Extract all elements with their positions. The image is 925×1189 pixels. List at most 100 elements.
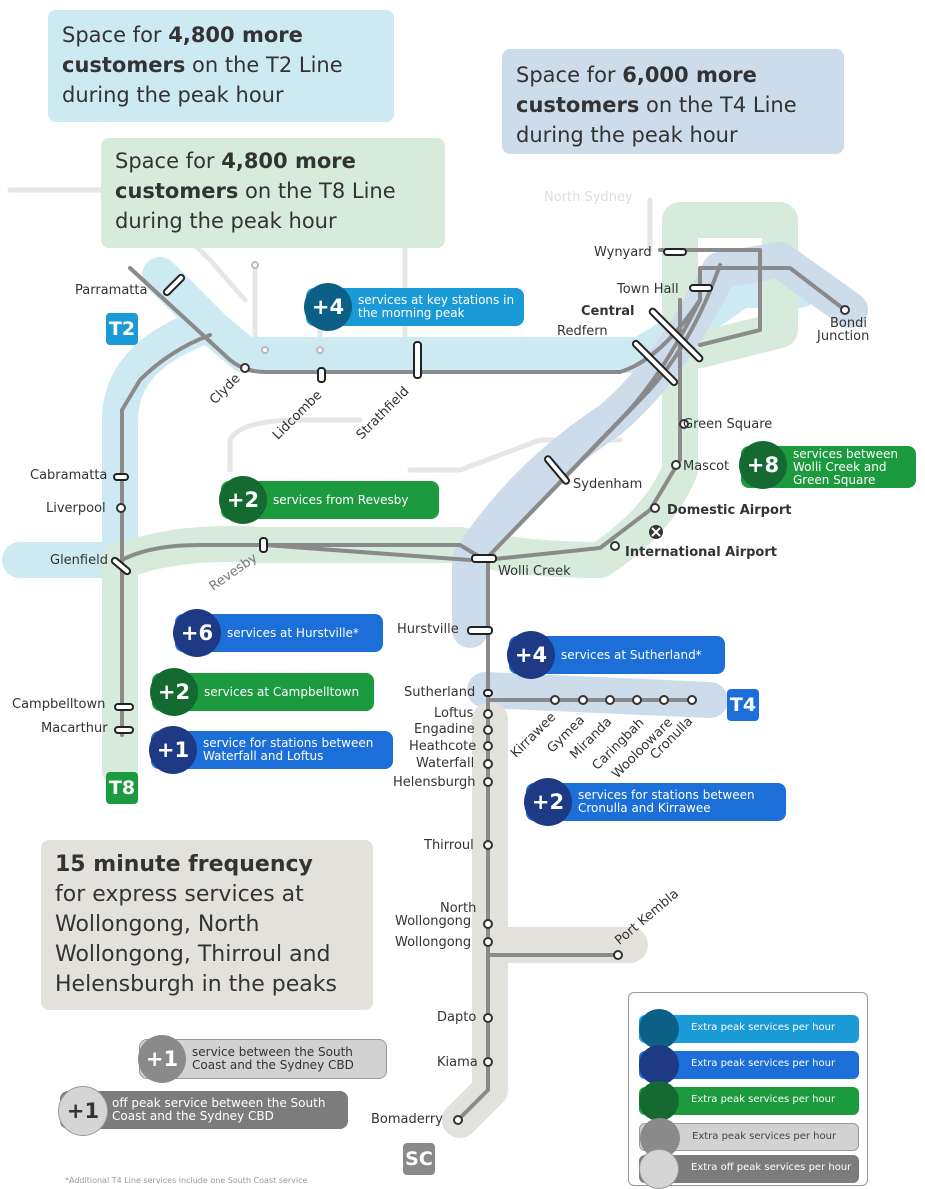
callout-waterfall: +1 service for stations between Waterfal… [149, 726, 393, 774]
callout-key-stations: +4 services at key stations in the morni… [304, 283, 524, 331]
callout-off-peak-text: off peak service between the South Coast… [112, 1096, 326, 1123]
station-liverpool: Liverpool [46, 501, 106, 516]
legend-dot [639, 1081, 679, 1121]
callout-off-peak-number: +1 [58, 1086, 108, 1136]
station-helensburgh: Helensburgh [393, 775, 476, 790]
t4-badge: T4 [727, 689, 759, 721]
t4-box-text: Space for [516, 63, 623, 87]
t4-box-rest: on the T4 Line during the peak hour [516, 93, 797, 147]
legend-label: Extra peak services per hour [692, 1131, 837, 1142]
station-green-square: Green Square [683, 417, 773, 432]
callout-cronulla: +2 services for stations between Cronull… [524, 778, 786, 826]
station-sydenham: Sydenham [573, 477, 643, 492]
callout-revesby-text: services from Revesby [273, 492, 409, 507]
station-redfern: Redfern [557, 324, 608, 339]
station-bomaderry: Bomaderry [371, 1112, 443, 1127]
station-engadine: Engadine [414, 722, 475, 737]
station-kiama: Kiama [437, 1055, 478, 1070]
station-mascot: Mascot [683, 459, 730, 474]
station-thirroul: Thirroul [424, 838, 474, 853]
callout-hurstville-number: +6 [173, 609, 221, 657]
t8-capacity-box: Space for 4,800 more customers on the T8… [101, 138, 445, 248]
callout-waterfall-number: +1 [149, 726, 197, 774]
callout-wolli-number: +8 [739, 441, 787, 489]
callout-cronulla-text: services for stations between Cronulla a… [578, 788, 755, 815]
callout-campbelltown-number: +2 [150, 668, 198, 716]
station-waterfall: Waterfall [416, 756, 475, 771]
legend-dot [639, 1045, 679, 1085]
station-wynyard: Wynyard [594, 245, 652, 260]
station-glenfield: Glenfield [50, 553, 108, 568]
station-bondi: Bondi [830, 316, 867, 331]
station-wolli-creek: Wolli Creek [498, 564, 571, 579]
station-north-sydney: North Sydney [544, 190, 633, 205]
station-campbelltown: Campbelltown [12, 697, 106, 712]
station-north-wollongong-line2: Wollongong [395, 914, 472, 929]
callout-sutherland-number: +4 [507, 631, 555, 679]
callout-wolli: +8 services between Wolli Creek and Gree… [739, 441, 916, 489]
t8-box-text: Space for [115, 149, 222, 173]
t2-capacity-box: Space for 4,800 more customers on the T2… [48, 10, 394, 122]
tracks [120, 248, 847, 1120]
sc-badge: SC [403, 1143, 435, 1175]
callout-wolli-text: services between Wolli Creek and Green S… [793, 446, 898, 487]
t8-badge: T8 [106, 772, 138, 804]
callout-sutherland-text: services at Sutherland* [561, 647, 702, 662]
callout-off-peak: +1 off peak service between the South Co… [58, 1086, 348, 1136]
station-central: Central [581, 304, 635, 319]
frequency-box-text: for express services at Wollongong, Nort… [55, 882, 337, 997]
callout-key-stations-text: services at key stations in the morning … [358, 293, 515, 320]
callout-hurstville: +6 services at Hurstville* [173, 609, 383, 657]
legend-item-t4: Extra peak services per hour [639, 1045, 859, 1085]
legend-dot [639, 1149, 679, 1189]
station-cabramatta: Cabramatta [30, 468, 108, 483]
t2-box-rest: on the T2 Line during the peak hour [62, 53, 343, 107]
t2-box-bold: 4,800 more customers [62, 23, 303, 77]
legend-item-sc: Extra peak services per hour [639, 1118, 859, 1158]
station-town-hall: Town Hall [617, 282, 679, 297]
legend-label: Extra peak services per hour [691, 1058, 836, 1069]
callout-revesby-number: +2 [219, 476, 267, 524]
legend-label: Extra peak services per hour [691, 1094, 836, 1105]
t4-band [452, 242, 868, 648]
station-macarthur: Macarthur [41, 721, 108, 736]
legend-item-t2: Extra peak services per hour [639, 1009, 859, 1049]
station-north-wollongong-line1: North [440, 901, 477, 916]
station-hurstville: Hurstville [397, 622, 459, 637]
frequency-box: 15 minute frequency for express services … [41, 840, 373, 1010]
station-international-airport: International Airport [625, 545, 777, 560]
t2-box-text: Space for [62, 23, 169, 47]
callout-campbelltown-text: services at Campbelltown [204, 684, 360, 699]
station-dapto: Dapto [437, 1010, 477, 1025]
station-domestic-airport: Domestic Airport [667, 503, 792, 518]
station-wollongong: Wollongong [395, 935, 472, 950]
callout-revesby: +2 services from Revesby [219, 476, 439, 524]
station-junction: Junction [817, 329, 870, 344]
station-parramatta: Parramatta [75, 283, 148, 298]
footnote: *Additional T4 Line services include one… [65, 1176, 308, 1185]
station-heathcote: Heathcote [409, 739, 477, 754]
callout-waterfall-text: service for stations between Waterfall a… [203, 736, 374, 763]
legend-item-t8: Extra peak services per hour [639, 1081, 859, 1121]
legend-dot [639, 1009, 679, 1049]
callout-campbelltown: +2 services at Campbelltown [150, 668, 374, 716]
callout-south-coast: +1 service between the South Coast and t… [138, 1035, 387, 1083]
station-loftus: Loftus [434, 706, 474, 721]
t4-box-bold: 6,000 more customers [516, 63, 757, 117]
t2-badge: T2 [106, 313, 138, 345]
callout-cronulla-number: +2 [524, 778, 572, 826]
legend-label: Extra off peak services per hour [691, 1162, 852, 1173]
t2-band-west [2, 312, 213, 578]
frequency-box-bold: 15 minute frequency [55, 852, 313, 877]
t8-box-rest: on the T8 Line during the peak hour [115, 179, 396, 233]
callout-hurstville-text: services at Hurstville* [227, 625, 359, 640]
legend-item-off-peak: Extra off peak services per hour [639, 1149, 859, 1189]
station-sutherland: Sutherland [404, 685, 476, 700]
callout-key-stations-number: +4 [304, 283, 352, 331]
t4-capacity-box: Space for 6,000 more customers on the T4… [502, 49, 844, 154]
legend: Extra peak services per hour Extra peak … [628, 992, 868, 1189]
callout-south-coast-number: +1 [138, 1035, 186, 1083]
t8-box-bold: 4,800 more customers [115, 149, 356, 203]
legend-label: Extra peak services per hour [691, 1022, 836, 1033]
